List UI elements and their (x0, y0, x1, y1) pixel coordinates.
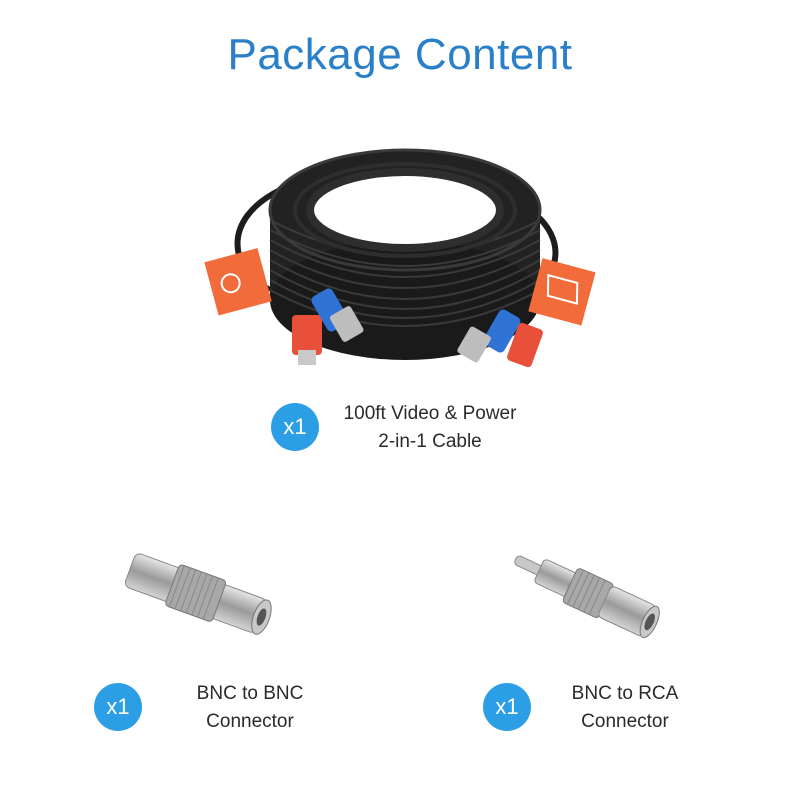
bnc-to-bnc-label-line1: BNC to BNC (196, 683, 304, 704)
cable-label-line1: 100ft Video & Power (343, 403, 517, 424)
bnc-to-bnc-image (124, 553, 272, 635)
bnc-to-rca-label-line1: BNC to RCA (571, 683, 679, 704)
page-title: Package Content (227, 30, 573, 79)
quantity-badge: x1 (271, 403, 319, 451)
bnc-to-bnc-label-line2: Connector (206, 711, 294, 732)
quantity-badge: x1 (483, 683, 531, 731)
cable-caption: 100ft Video & Power 2-in-1 Cable (330, 400, 530, 456)
bnc-to-rca-image (514, 555, 660, 639)
cable-label-line2: 2-in-1 Cable (378, 431, 482, 452)
cable-image (204, 148, 596, 368)
quantity-badge: x1 (94, 683, 142, 731)
bnc-to-rca-caption: BNC to RCA Connector (540, 680, 710, 736)
bnc-to-bnc-caption: BNC to BNC Connector (170, 680, 330, 736)
bnc-to-rca-label-line2: Connector (581, 711, 669, 732)
